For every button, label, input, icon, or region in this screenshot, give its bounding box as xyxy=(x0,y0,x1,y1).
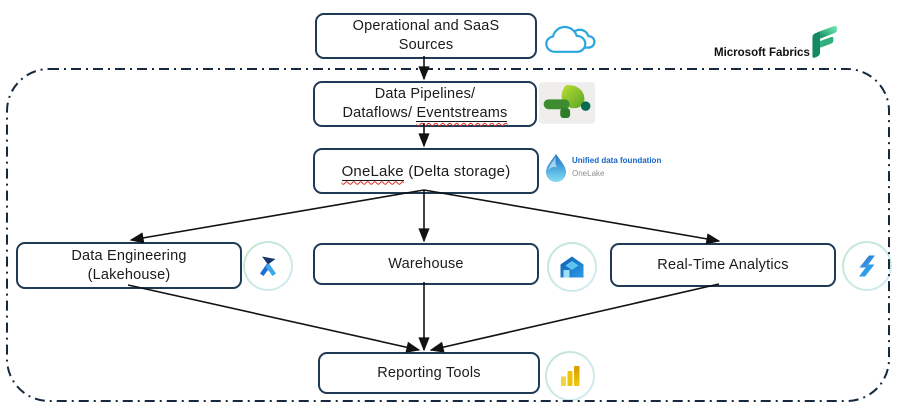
realtime-analytics-icon xyxy=(842,241,892,291)
node-label: Sources xyxy=(398,37,454,53)
arrow-onelake-to-data-engineering xyxy=(129,189,425,244)
arrow-onelake-to-realtime xyxy=(423,189,721,245)
arrow-realtime-to-reporting xyxy=(429,283,720,353)
onelake-caption: Unified data foundation OneLake xyxy=(572,156,661,179)
dataflow-icon xyxy=(539,82,595,124)
microsoft-fabric-logo-icon xyxy=(800,24,842,62)
node-label: Data Pipelines/ xyxy=(374,86,476,102)
power-bi-icon xyxy=(545,351,595,401)
cloud-icon xyxy=(541,14,601,56)
node-realtime-analytics: Real-Time Analytics xyxy=(610,243,836,287)
node-warehouse: Warehouse xyxy=(313,243,539,285)
node-label: Dataflows/ Eventstreams xyxy=(342,105,508,122)
node-operational-saas-sources: Operational and SaaS Sources xyxy=(315,13,537,59)
node-label: Warehouse xyxy=(388,255,464,272)
node-label: Operational and SaaS xyxy=(352,18,500,34)
node-label: (Lakehouse) xyxy=(87,266,171,283)
arrow-data-engineering-to-reporting xyxy=(127,284,421,353)
node-data-engineering: Data Engineering (Lakehouse) xyxy=(16,242,242,289)
microsoft-fabrics-label: Microsoft Fabrics xyxy=(714,47,810,59)
warehouse-icon xyxy=(547,242,597,292)
node-onelake: OneLake (Delta storage) xyxy=(313,148,539,194)
onelake-caption-sub: OneLake xyxy=(572,169,605,178)
onelake-caption-title: Unified data foundation xyxy=(572,156,662,165)
node-data-pipelines: Data Pipelines/ Dataflows/ Eventstreams xyxy=(313,81,537,127)
node-label: Real-Time Analytics xyxy=(657,256,789,273)
lakehouse-icon xyxy=(243,241,293,291)
node-label: OneLake (Delta storage) xyxy=(341,162,511,181)
onelake-droplet-icon xyxy=(545,153,567,183)
node-label: Reporting Tools xyxy=(377,364,481,381)
node-reporting-tools: Reporting Tools xyxy=(318,352,540,394)
node-label: Data Engineering xyxy=(71,247,187,264)
